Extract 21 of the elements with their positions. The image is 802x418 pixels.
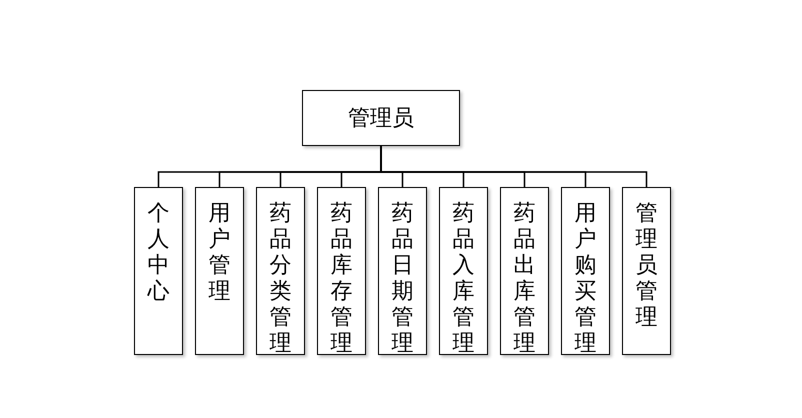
box-label: 管理员	[348, 104, 414, 132]
module-box	[256, 187, 305, 355]
module-box	[500, 187, 549, 355]
box-label: 个人中心	[146, 200, 170, 305]
module-box	[134, 187, 183, 355]
box-label: 管理员管理	[634, 200, 658, 331]
module-box	[439, 187, 488, 355]
connector-line	[380, 146, 648, 187]
box-label: 药品出库管理	[512, 200, 536, 354]
module-box	[378, 187, 427, 355]
module-box	[622, 187, 671, 355]
module-box	[317, 187, 366, 355]
box-label: 用户购买管理	[574, 200, 598, 354]
box-label: 药品入库管理	[452, 200, 476, 354]
box-label: 药品日期管理	[390, 200, 414, 354]
role-box	[302, 90, 460, 146]
box-label: 药品分类管理	[268, 200, 292, 354]
box-label: 用户管理	[208, 200, 232, 305]
module-box	[561, 187, 610, 355]
module-box	[195, 187, 244, 355]
box-label: 药品库存管理	[330, 200, 354, 354]
